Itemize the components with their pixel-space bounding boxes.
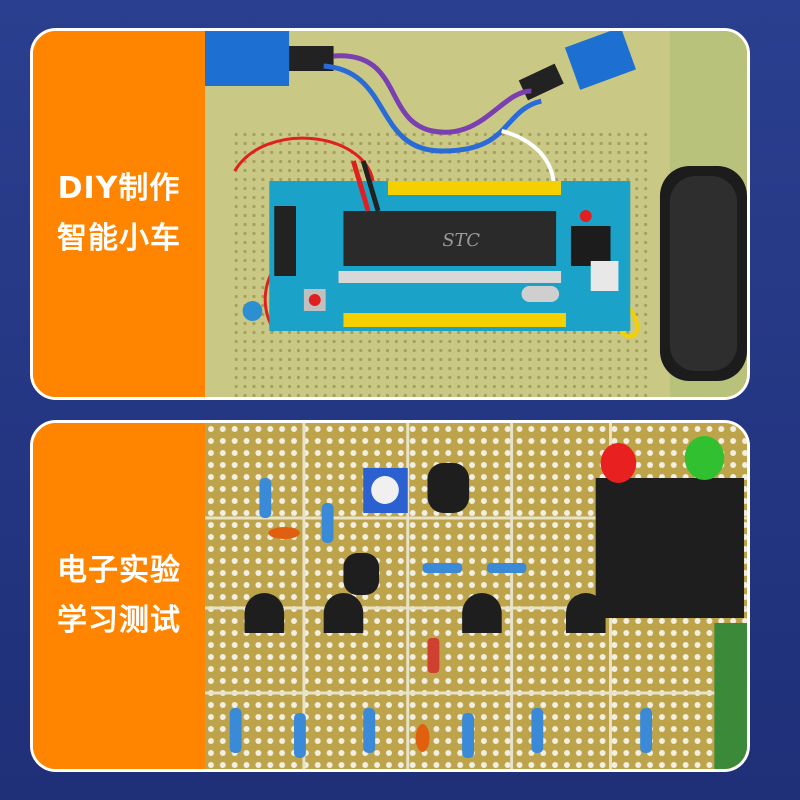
smart-car-title-line-1: DIY制作 (57, 171, 181, 206)
chip-marking: STC (442, 230, 480, 251)
header-top (387, 181, 562, 195)
stc-chip (343, 211, 557, 266)
sensor-module-right (564, 31, 636, 90)
resistors (229, 478, 653, 758)
header-left (274, 206, 296, 276)
ribbon-black (360, 160, 381, 212)
wire-blue (323, 63, 542, 154)
smart-car-photo: STC (205, 31, 747, 397)
transistor-4 (566, 593, 606, 633)
pcb-smart-car-photo-icon: STC (205, 31, 747, 397)
ribbon-red (350, 160, 371, 212)
smart-car-title-line-2: 智能小车 (57, 221, 181, 256)
header-bottom (343, 313, 567, 327)
sensor-module-left (205, 31, 290, 86)
experiment-card: 电子实验 学习测试 (30, 420, 750, 772)
relay (595, 478, 745, 618)
smart-car-label-panel: DIY制作 智能小车 (33, 31, 205, 397)
experiment-photo (205, 423, 747, 769)
potentiometer-knob (371, 476, 399, 504)
smart-car-card: DIY制作 智能小车 (30, 28, 750, 400)
transistor-3 (462, 593, 502, 633)
capacitor (242, 301, 263, 321)
experiment-label-panel: 电子实验 学习测试 (33, 423, 205, 769)
board-edge (714, 623, 747, 769)
capacitor-large (427, 463, 470, 513)
crystal (521, 286, 560, 302)
experiment-title-line-2: 学习测试 (57, 603, 181, 638)
transistor-2 (323, 593, 364, 633)
perfboard-circuit-photo-icon (205, 423, 747, 769)
reset-button-cap (308, 294, 321, 306)
transistor-1 (244, 593, 285, 633)
wire-purple (333, 53, 532, 135)
diode (427, 638, 440, 673)
experiment-title-line-1: 电子实验 (57, 553, 181, 588)
led-red (600, 443, 637, 483)
wheel-tread (669, 176, 738, 371)
capacitor-small (343, 553, 380, 595)
ceramic-capacitor-1 (268, 527, 300, 539)
chip-socket (338, 271, 562, 283)
led-green (684, 436, 725, 480)
power-switch (590, 261, 619, 291)
power-jack (570, 226, 611, 266)
led-red (579, 210, 592, 222)
ceramic-capacitor-2 (415, 724, 430, 752)
